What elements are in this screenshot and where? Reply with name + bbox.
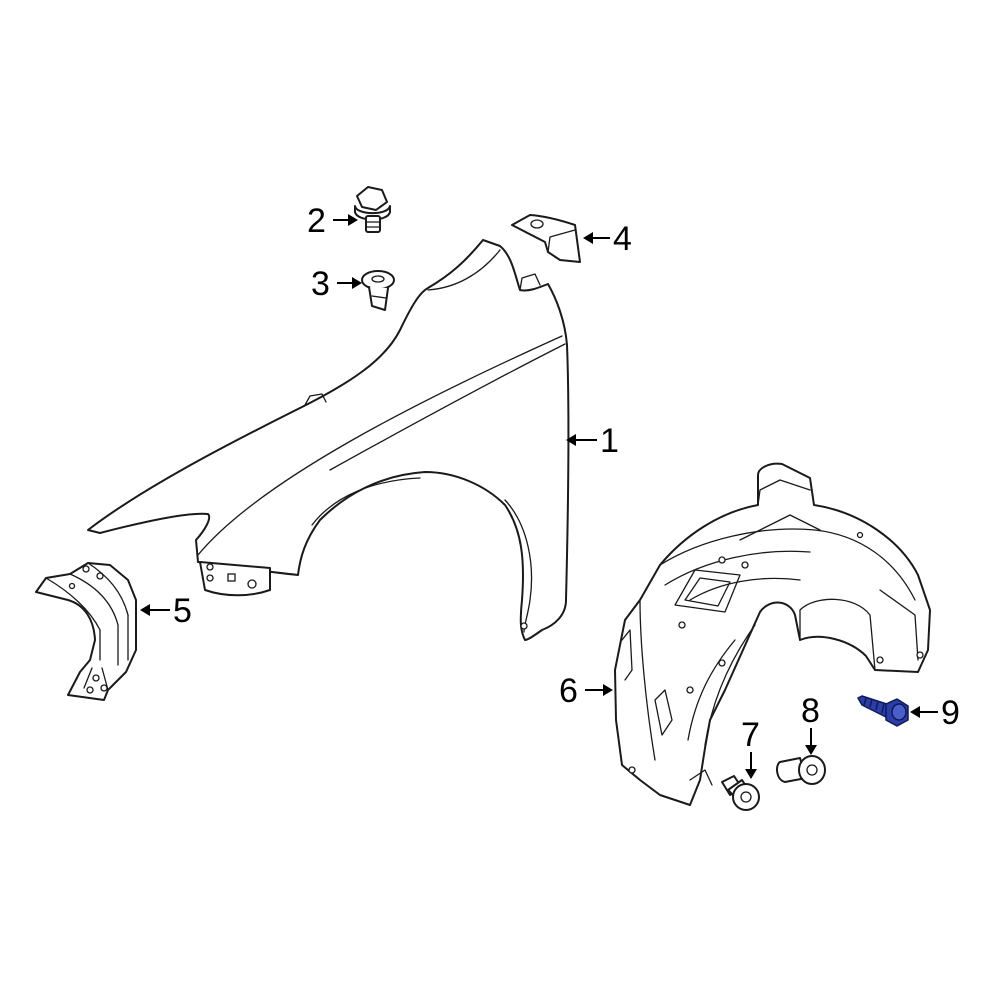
clip-part-3[interactable] bbox=[361, 270, 395, 311]
callout-label-1: 1 bbox=[600, 422, 619, 460]
bolt-part-2[interactable] bbox=[354, 186, 391, 233]
callout-9: 9 bbox=[910, 694, 960, 732]
screw-part-9[interactable] bbox=[857, 695, 909, 727]
callout-label-6: 6 bbox=[559, 672, 578, 710]
callout-2: 2 bbox=[307, 202, 358, 240]
fender-part-1[interactable] bbox=[87, 239, 570, 641]
shield-bracket-part-5[interactable] bbox=[35, 562, 137, 701]
push-clip-part-7[interactable] bbox=[721, 775, 760, 811]
callout-label-5: 5 bbox=[173, 592, 192, 630]
callout-3: 3 bbox=[311, 265, 362, 303]
callout-6: 6 bbox=[559, 672, 613, 710]
callout-1: 1 bbox=[566, 422, 619, 460]
callout-7: 7 bbox=[741, 716, 760, 779]
callout-label-4: 4 bbox=[613, 220, 632, 258]
callout-label-3: 3 bbox=[311, 265, 330, 303]
callout-label-8: 8 bbox=[801, 692, 820, 730]
callout-label-7: 7 bbox=[741, 716, 760, 754]
callout-label-2: 2 bbox=[307, 202, 326, 240]
callout-8: 8 bbox=[801, 692, 820, 755]
fender-liner-part-6[interactable] bbox=[614, 462, 931, 806]
callout-4: 4 bbox=[583, 220, 632, 258]
screw-shank bbox=[857, 695, 891, 719]
rivet-part-8[interactable] bbox=[776, 755, 826, 785]
bracket-part-4[interactable] bbox=[511, 214, 581, 263]
callout-label-9: 9 bbox=[941, 694, 960, 732]
callout-5: 5 bbox=[140, 592, 192, 630]
